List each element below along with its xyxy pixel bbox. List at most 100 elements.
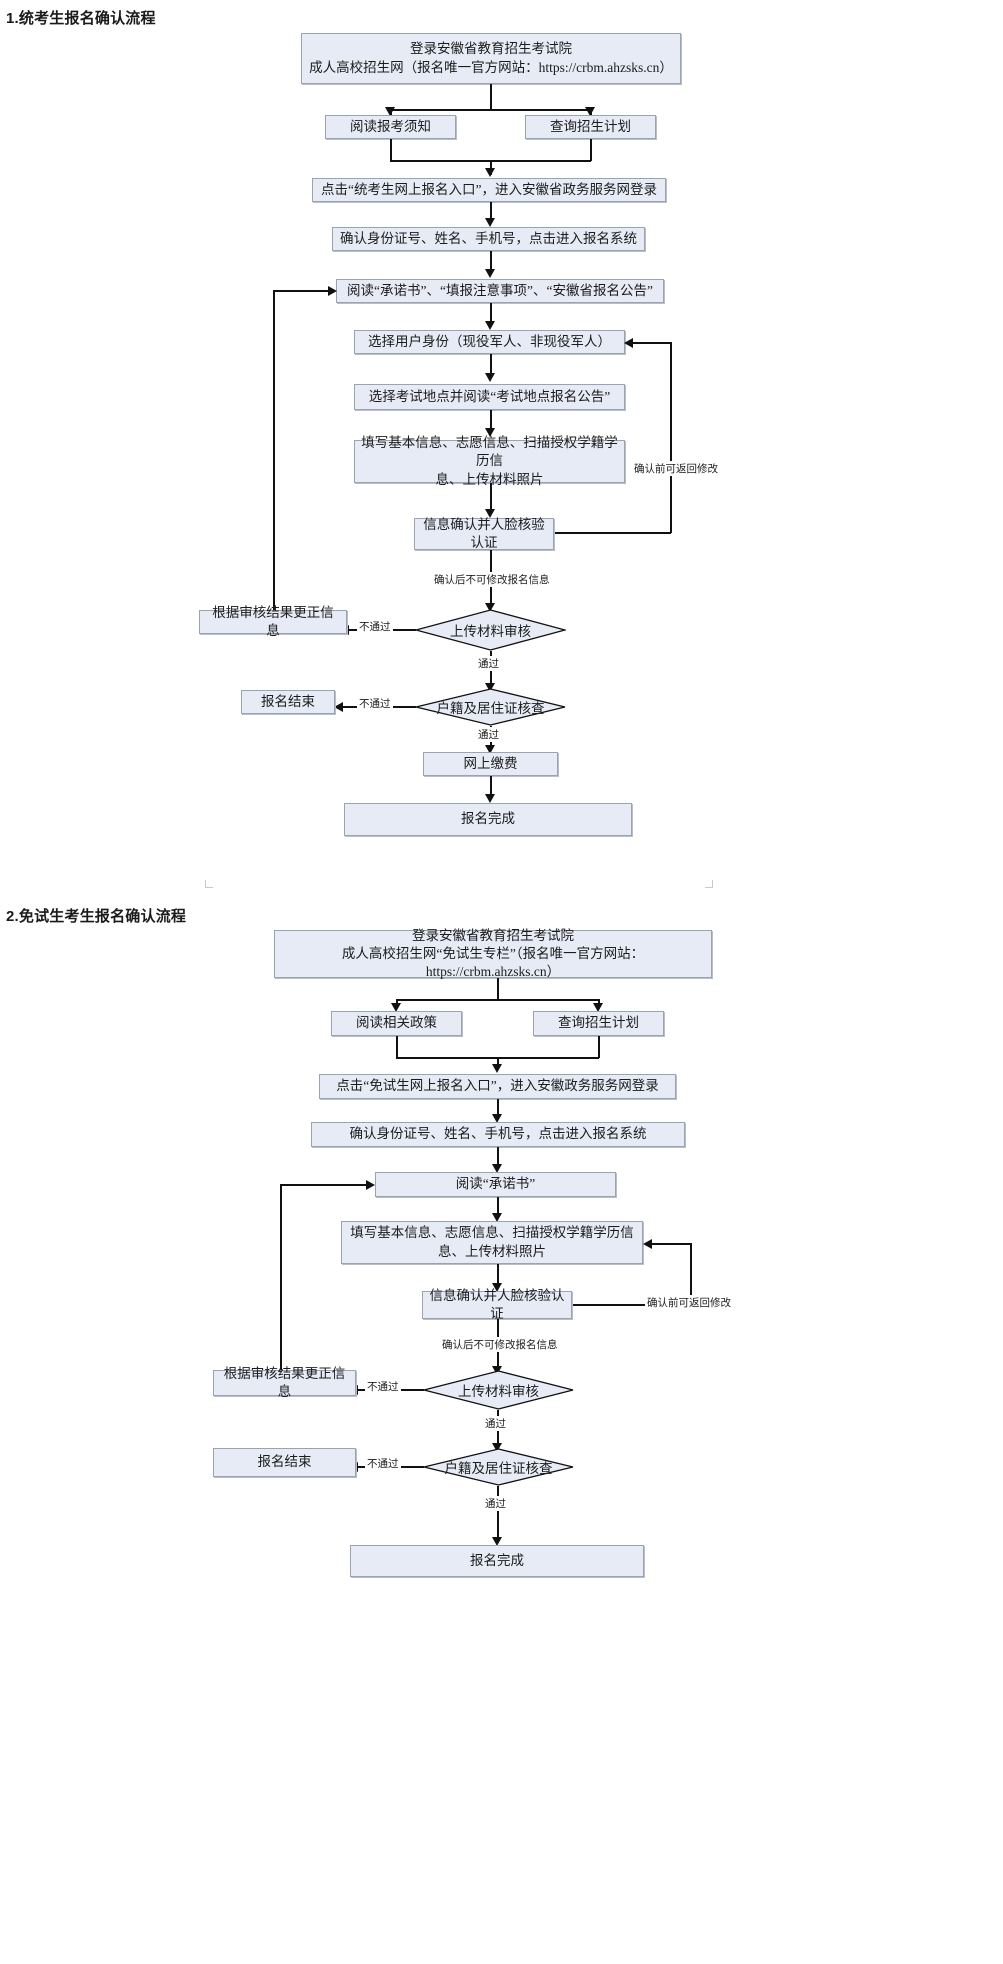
flow2-node-registration-end: 报名结束 <box>213 1448 356 1477</box>
arrow-icon <box>492 1366 502 1375</box>
arrow-icon <box>492 1443 502 1452</box>
flow1-decision-residence-check: 户籍及居住证核查 <box>415 688 566 726</box>
arrow-icon <box>492 1164 502 1173</box>
flow1-decision-material-review: 上传材料审核 <box>415 609 566 651</box>
connector <box>490 354 492 377</box>
flow1-node-confirm-face: 信息确认并人脸核验认证 <box>414 517 554 550</box>
flow2-edge-label-fail-1: 不通过 <box>365 1379 401 1394</box>
connector <box>490 303 492 325</box>
arrow-icon <box>492 1283 502 1292</box>
connector <box>571 1304 691 1306</box>
connector <box>490 160 492 175</box>
flow2-edge-label-cannot-modify: 确认后不可修改报名信息 <box>440 1337 560 1352</box>
flow1-edge-label-fail-1: 不通过 <box>357 619 393 634</box>
connector <box>598 1036 600 1058</box>
connector <box>273 290 275 622</box>
connector <box>590 139 592 161</box>
connector <box>273 290 331 292</box>
connector <box>670 342 672 533</box>
flow2-material-review-label: 上传材料审核 <box>458 1384 539 1399</box>
arrow-icon <box>485 794 495 803</box>
flow1-node-read-notice: 阅读报考须知 <box>325 115 456 139</box>
flow2-decision-material-review: 上传材料审核 <box>423 1370 574 1410</box>
connector <box>690 1243 692 1305</box>
arrow-icon <box>366 1180 375 1190</box>
flow2-confirm-face-label: 信息确认并人脸核验认证 <box>429 1287 565 1321</box>
flow2-correct-info-label: 根据审核结果更正信息 <box>223 1365 346 1399</box>
flow2-edge-label-can-return: 确认前可返回修改 <box>645 1295 733 1310</box>
flow1-correct-info-label: 根据审核结果更正信息 <box>212 604 334 638</box>
crop-mark <box>205 880 206 888</box>
flow1-confirm-identity-label: 确认身份证号、姓名、手机号，点击进入报名系统 <box>340 230 637 246</box>
arrow-icon <box>485 603 495 612</box>
flow1-read-docs-label: 阅读“承诺书”、“填报注意事项”、“安徽省报名公告” <box>347 282 653 298</box>
flow1-node-read-docs: 阅读“承诺书”、“填报注意事项”、“安徽省报名公告” <box>336 279 664 303</box>
arrow-icon <box>492 1114 502 1123</box>
connector <box>497 1486 499 1540</box>
flow1-query-plan-label: 查询招生计划 <box>550 118 631 134</box>
arrow-icon <box>485 218 495 227</box>
flow1-node-query-plan: 查询招生计划 <box>525 115 656 139</box>
flow1-node-registration-done: 报名完成 <box>344 803 632 836</box>
section-title-1: 1.统考生报名确认流程 <box>6 10 156 27</box>
flow1-registration-end-label: 报名结束 <box>261 693 315 709</box>
connector <box>497 1264 499 1286</box>
flow2-read-policy-label: 阅读相关政策 <box>356 1015 437 1031</box>
flow1-edge-label-can-return: 确认前可返回修改 <box>632 461 720 476</box>
flow2-node-read-docs: 阅读“承诺书” <box>375 1172 616 1197</box>
arrow-icon <box>643 1239 652 1249</box>
connector <box>490 202 492 221</box>
arrow-icon <box>485 428 495 437</box>
connector <box>497 1057 499 1069</box>
flow2-read-docs-label: 阅读“承诺书” <box>455 1176 536 1192</box>
flow2-edge-label-pass-2: 通过 <box>483 1496 508 1511</box>
flow2-node-read-policy: 阅读相关政策 <box>331 1011 462 1036</box>
arrow-icon <box>391 1003 401 1012</box>
flow1-read-notice-label: 阅读报考须知 <box>350 118 431 134</box>
flow1-material-review-label: 上传材料审核 <box>450 624 531 639</box>
connector <box>497 978 499 1000</box>
connector <box>490 483 492 512</box>
arrow-icon <box>492 1213 502 1222</box>
section-title-2: 2.免试生考生报名确认流程 <box>6 908 187 925</box>
connector <box>390 139 392 161</box>
flow1-edge-label-pass-2: 通过 <box>476 727 501 742</box>
flow1-node-entry-click: 点击“统考生网上报名入口”，进入安徽省政务服务网登录 <box>312 178 666 202</box>
flow2-confirm-identity-label: 确认身份证号、姓名、手机号，点击进入报名系统 <box>349 1126 647 1142</box>
arrow-icon <box>334 702 343 712</box>
arrow-icon <box>485 509 495 518</box>
connector <box>632 342 672 344</box>
flow1-fill-info-label: 填写基本信息、志愿信息、扫描授权学籍学历信 息、上传材料照片 <box>361 435 618 487</box>
crop-mark <box>705 887 713 888</box>
flow1-node-login: 登录安徽省教育招生考试院 成人高校招生网（报名唯一官方网站：https://cr… <box>301 33 681 84</box>
flow2-node-entry-click: 点击“免试生网上报名入口”，进入安徽政务服务网登录 <box>319 1074 676 1099</box>
flow2-node-registration-done: 报名完成 <box>350 1545 644 1577</box>
connector <box>490 776 492 797</box>
arrow-icon <box>585 107 595 116</box>
flow2-node-query-plan: 查询招生计划 <box>533 1011 664 1036</box>
flow2-node-confirm-face: 信息确认并人脸核验认证 <box>422 1288 572 1321</box>
arrow-icon <box>593 1003 603 1012</box>
connector <box>390 109 591 111</box>
connector <box>598 999 600 1005</box>
connector <box>280 1184 369 1186</box>
arrow-icon <box>492 1537 502 1546</box>
flow1-residence-check-label: 户籍及居住证核查 <box>436 701 545 716</box>
arrow-icon <box>385 107 395 116</box>
connector <box>490 251 492 272</box>
flow1-edge-label-fail-2: 不通过 <box>357 696 393 711</box>
flow2-login-label: 登录安徽省教育招生考试院 成人高校招生网“免试生专栏”（报名唯一官方网站：htt… <box>341 927 645 980</box>
flow1-online-pay-label: 网上缴费 <box>463 755 518 771</box>
flow2-decision-residence-check: 户籍及居住证核查 <box>423 1448 574 1486</box>
arrow-icon <box>485 373 495 382</box>
flow1-select-identity-label: 选择用户身份（现役军人、非现役军人） <box>368 333 611 349</box>
flow1-registration-done-label: 报名完成 <box>461 811 515 827</box>
arrow-icon <box>485 321 495 330</box>
flow2-node-fill-info: 填写基本信息、志愿信息、扫描授权学籍学历信 息、上传材料照片 <box>341 1221 643 1264</box>
flow2-edge-label-pass-1: 通过 <box>483 1416 508 1431</box>
arrow-icon <box>485 745 495 754</box>
flow1-login-label: 登录安徽省教育招生考试院 成人高校招生网（报名唯一官方网站：https://cr… <box>309 41 673 75</box>
connector <box>396 999 398 1005</box>
flow1-edge-label-pass-1: 通过 <box>476 656 501 671</box>
